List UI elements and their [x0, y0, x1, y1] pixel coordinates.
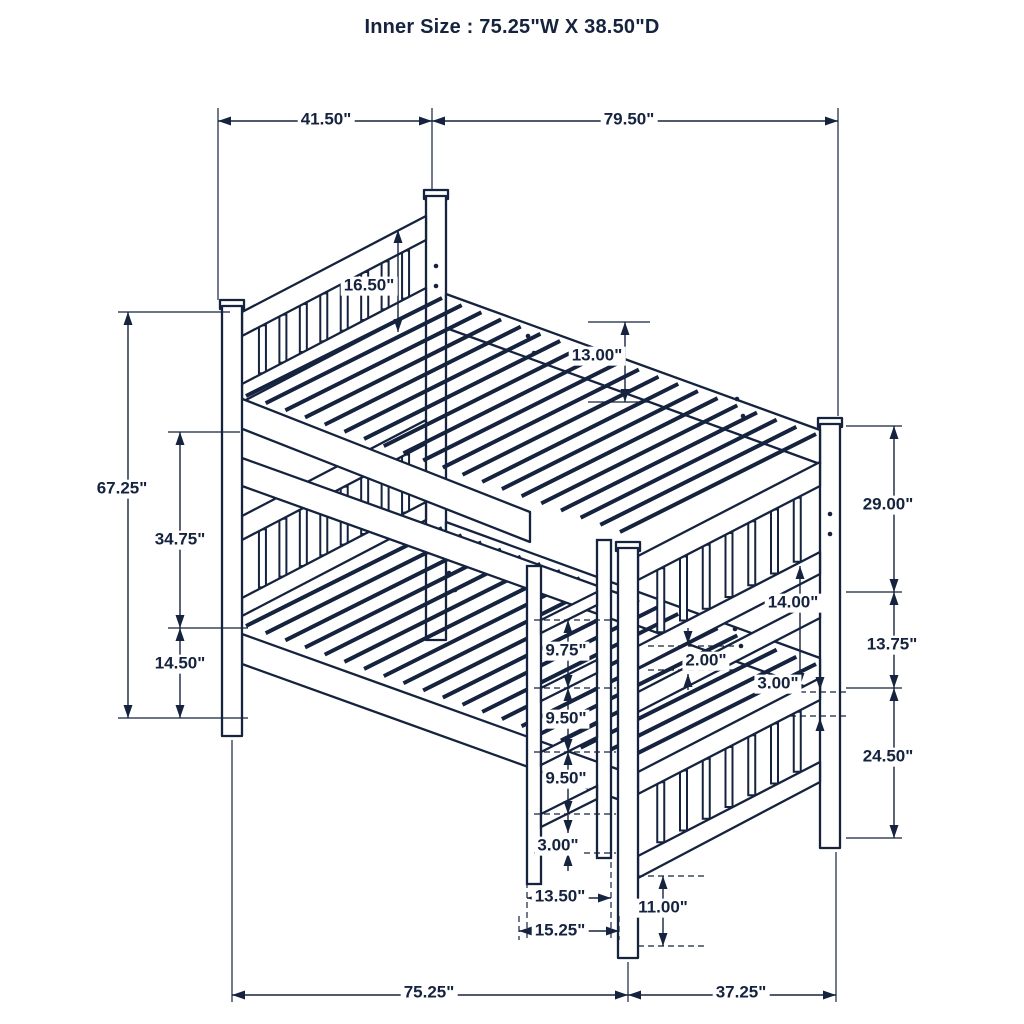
dim-foot-lower-height: 24.50": [859, 747, 917, 767]
extension-lines: [118, 108, 902, 1002]
dim-ladder-step-mid: 9.50": [542, 709, 590, 729]
ladder: [525, 538, 613, 886]
dim-ladder-inner-width: 13.50": [531, 887, 589, 907]
dim-ladder-bottom: 3.00": [534, 836, 582, 856]
dim-rail-height: 13.00": [568, 346, 626, 366]
dim-upper-section: 34.75": [151, 530, 209, 550]
bolt-holes: [433, 263, 833, 649]
page-title: Inner Size : 75.25"W X 38.50"D: [364, 16, 660, 38]
dim-ladder-step-top: 9.75": [542, 641, 590, 661]
dim-foot-floor-clearance: 11.00": [635, 898, 691, 918]
dim-foot-opening: 14.00": [764, 593, 822, 613]
dim-base-length: 75.25": [400, 983, 458, 1003]
dim-overall-height: 67.25": [93, 479, 151, 499]
dim-foot-upper-height: 29.00": [859, 495, 917, 515]
dim-ladder-step-lower: 9.50": [542, 769, 590, 789]
dim-top-width: 41.50": [297, 110, 355, 130]
dim-board-thickness: 3.00": [754, 674, 802, 694]
dim-headboard-panel: 16.50": [340, 276, 398, 296]
dim-slat-thickness: 2.00": [682, 651, 730, 671]
dim-foot-mid-height: 13.75": [863, 635, 921, 655]
footboard-upper-spindles: [656, 496, 802, 634]
dim-ladder-outer-width: 15.25": [531, 921, 589, 941]
dim-base-depth: 37.25": [712, 983, 770, 1003]
dim-top-length: 79.50": [600, 110, 658, 130]
dim-under-clearance: 14.50": [151, 654, 209, 674]
